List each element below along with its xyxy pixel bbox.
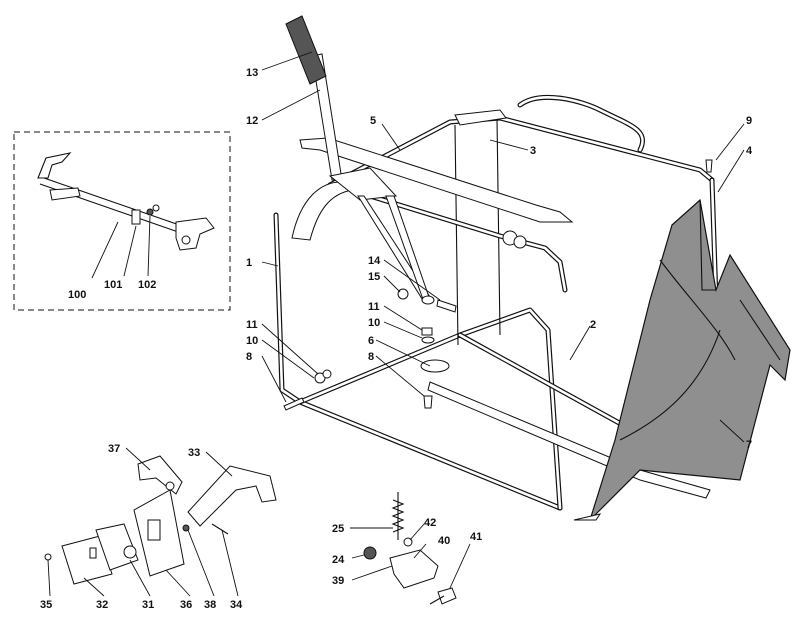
pin-38 bbox=[182, 524, 190, 532]
bolt-8-left bbox=[283, 397, 305, 411]
label-42: 42 bbox=[424, 517, 436, 529]
label-37: 37 bbox=[108, 443, 120, 455]
label-1: 1 bbox=[246, 257, 252, 269]
inset-plate bbox=[49, 187, 81, 201]
bracket-37 bbox=[137, 455, 183, 495]
label-38: 38 bbox=[204, 599, 216, 611]
grass-bag bbox=[573, 198, 791, 521]
label-101: 101 bbox=[104, 279, 122, 291]
label-36: 36 bbox=[180, 599, 192, 611]
latch-33 bbox=[187, 465, 277, 527]
nut-24 bbox=[363, 546, 377, 560]
inset-detail: 100 101 102 bbox=[13, 131, 231, 311]
leader-lines bbox=[47, 51, 745, 597]
label-33: 33 bbox=[188, 447, 200, 459]
frame-inner-post bbox=[454, 124, 459, 346]
inset-nut-102 bbox=[152, 204, 160, 212]
bolt-14 bbox=[436, 299, 457, 313]
left-bracket bbox=[291, 181, 353, 241]
lever-pivot-plate bbox=[328, 167, 398, 201]
label-25: 25 bbox=[332, 523, 344, 535]
nut-11 bbox=[421, 327, 433, 336]
label-10-left: 10 bbox=[246, 335, 258, 347]
leader-102 bbox=[147, 215, 151, 277]
top-bracket bbox=[454, 109, 507, 126]
bolt-41 bbox=[437, 587, 457, 605]
label-7: 7 bbox=[746, 439, 752, 451]
label-5: 5 bbox=[370, 115, 376, 127]
label-34: 34 bbox=[230, 599, 243, 611]
spring-pin-34 bbox=[211, 523, 229, 535]
inset-bracket-right bbox=[175, 217, 215, 251]
hardware bbox=[283, 159, 713, 411]
label-2: 2 bbox=[590, 319, 596, 331]
leader-101 bbox=[123, 225, 137, 277]
label-100: 100 bbox=[68, 289, 86, 301]
inset-border bbox=[13, 131, 231, 311]
label-10-center: 10 bbox=[368, 317, 380, 329]
label-8-left: 8 bbox=[246, 351, 252, 363]
label-32: 32 bbox=[96, 599, 108, 611]
block-31 bbox=[95, 523, 139, 571]
label-14: 14 bbox=[368, 255, 381, 267]
label-8-center: 8 bbox=[368, 351, 374, 363]
frame-left-bottom bbox=[273, 212, 563, 511]
part-labels: 13 12 5 3 9 4 1 14 15 11 10 2 6 8 11 10 … bbox=[40, 67, 753, 611]
label-11-center: 11 bbox=[368, 301, 380, 313]
bag-7 bbox=[589, 198, 791, 521]
label-24: 24 bbox=[332, 554, 345, 566]
inset-clip-101 bbox=[131, 209, 141, 225]
catcher-frame bbox=[273, 94, 719, 511]
label-15: 15 bbox=[368, 271, 380, 283]
label-11-left: 11 bbox=[246, 319, 258, 331]
label-102: 102 bbox=[138, 279, 156, 291]
bottom-plate-6 bbox=[420, 359, 450, 373]
washer-10 bbox=[421, 336, 435, 344]
bracket-40 bbox=[389, 549, 439, 589]
label-13: 13 bbox=[246, 67, 258, 79]
inset-hole bbox=[181, 235, 191, 245]
pin-9 bbox=[705, 159, 713, 173]
inset-screw-102 bbox=[146, 208, 154, 216]
crossbar-5 bbox=[299, 137, 574, 223]
label-35: 35 bbox=[40, 599, 52, 611]
lock-assembly bbox=[44, 455, 277, 585]
nut-15 bbox=[397, 288, 409, 300]
label-41: 41 bbox=[470, 531, 482, 543]
label-31: 31 bbox=[142, 599, 154, 611]
lever-assembly bbox=[285, 15, 435, 305]
nut-11-left bbox=[322, 369, 332, 379]
cover-32 bbox=[61, 535, 113, 585]
label-4: 4 bbox=[746, 145, 753, 157]
handle-grip-13 bbox=[285, 15, 327, 85]
label-12: 12 bbox=[246, 115, 258, 127]
inset-rod-top bbox=[43, 177, 189, 229]
label-40: 40 bbox=[438, 535, 450, 547]
label-6: 6 bbox=[368, 335, 374, 347]
label-39: 39 bbox=[332, 575, 344, 587]
screw-35 bbox=[44, 553, 52, 561]
label-9: 9 bbox=[746, 115, 752, 127]
bolt-8-center bbox=[423, 395, 433, 409]
inset-bracket-left bbox=[37, 152, 72, 179]
leader-100 bbox=[91, 221, 119, 279]
spring-assembly bbox=[363, 492, 457, 605]
rear-handle bbox=[517, 94, 645, 153]
label-3: 3 bbox=[530, 145, 536, 157]
